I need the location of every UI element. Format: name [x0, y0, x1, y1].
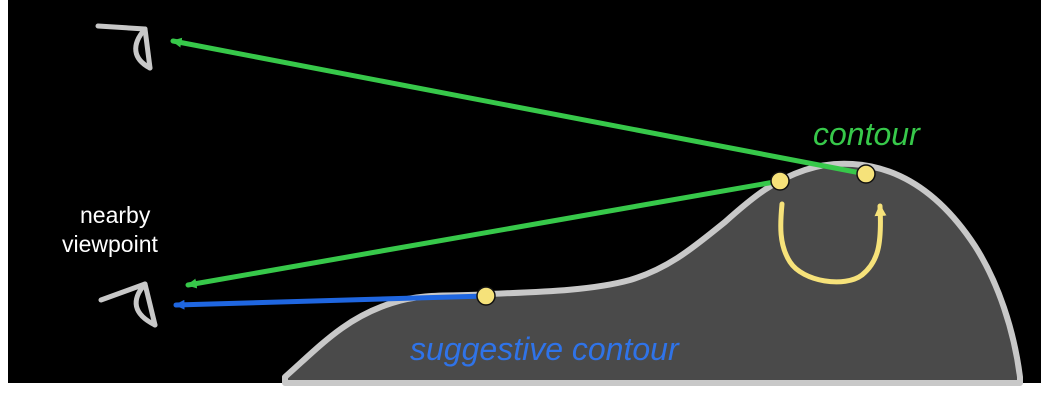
- suggestive-contour-point: [476, 286, 496, 306]
- nearby-viewpoint-label-line1: nearby: [80, 202, 151, 228]
- contour-point: [856, 164, 876, 184]
- contour-label: contour: [813, 116, 921, 152]
- contour-ray-nearby-eye: [185, 178, 783, 289]
- nearby-eye-icon: [98, 281, 158, 328]
- eye-icon: [95, 23, 153, 71]
- motion-arrow: [778, 201, 887, 285]
- nearby-viewpoint-label-line2: viewpoint: [62, 231, 158, 257]
- contour-point-nearby-view: [770, 171, 790, 191]
- contour-ray-far-eye: [170, 37, 869, 177]
- suggestive-contour-ray: [173, 293, 489, 310]
- suggestive-contour-label: suggestive contour: [410, 331, 680, 367]
